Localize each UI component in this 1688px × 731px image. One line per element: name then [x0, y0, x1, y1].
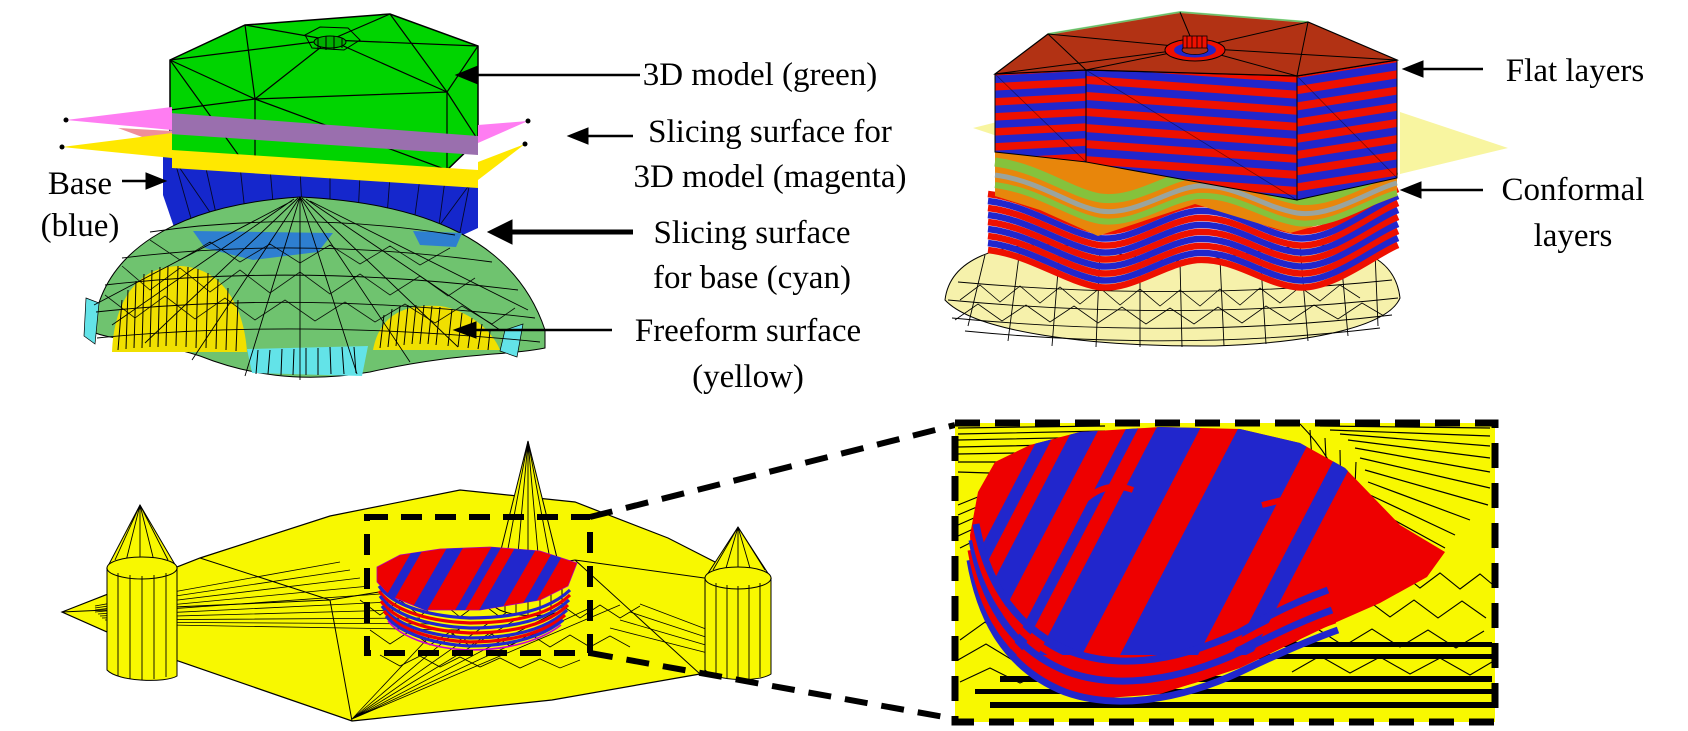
- flat-layers-stack: [994, 59, 1398, 201]
- label-freeform-surface: Freeform surface (yellow): [634, 313, 862, 395]
- transition-band: [994, 152, 1399, 236]
- freeform-terrain: [60, 489, 763, 722]
- zoom-panel-border: [951, 419, 1499, 726]
- pale-slicing-plane: [973, 100, 1508, 174]
- label-3d-model: 3D model (green): [642, 57, 878, 93]
- zoom-panel: [951, 419, 1499, 726]
- dark-red-cap: [993, 10, 1400, 77]
- label-base: Base (blue): [40, 166, 120, 244]
- arrow-flat-layers: [1401, 60, 1483, 78]
- terrain-tower-left: [106, 503, 178, 681]
- zoom-connector-lines: [589, 422, 956, 722]
- conformal-layers: [987, 186, 1400, 291]
- zoom-source-rect: [364, 514, 593, 656]
- cyan-fringe-bottom: [247, 346, 368, 376]
- label-slicing-surface-model: Slicing surface for 3D model (magenta): [633, 114, 907, 195]
- green-3d-model: [169, 13, 479, 179]
- arrow-conformal-layers: [1399, 181, 1483, 199]
- freeform-yellow-arch-right: [373, 305, 500, 350]
- label-conformal-layers: Conformal layers: [1501, 172, 1645, 254]
- blue-base: [163, 155, 478, 264]
- terrain-tower-middle: [493, 440, 563, 617]
- freeform-dome-right: [944, 244, 1401, 348]
- label-slicing-surface-base: Slicing surface for base (cyan): [653, 215, 851, 296]
- freeform-yellow-arch-left: [112, 266, 247, 352]
- magenta-slicing-plane: [63, 107, 531, 155]
- label-flat-layers: Flat layers: [1505, 53, 1645, 89]
- terrain-tower-right: [704, 526, 772, 681]
- printed-part: [376, 546, 578, 651]
- magnified-print: [966, 427, 1445, 705]
